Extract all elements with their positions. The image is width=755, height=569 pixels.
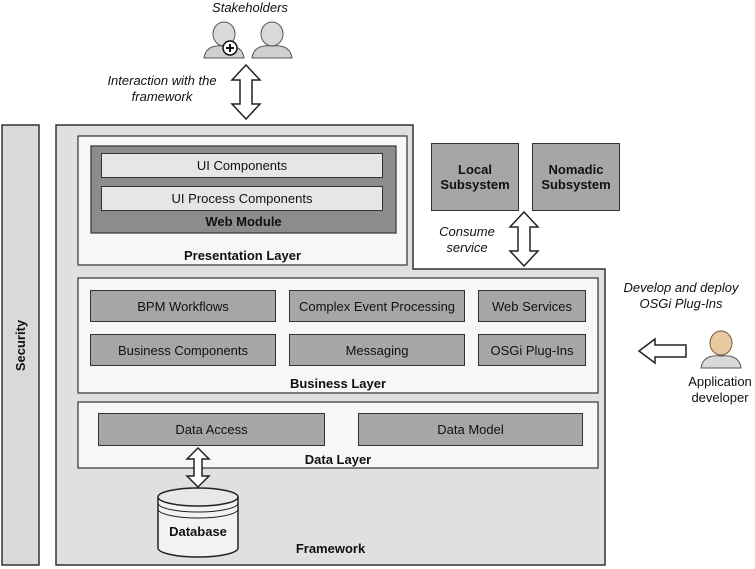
local-subsystem-box: Local Subsystem <box>431 143 519 211</box>
business-layer-label: Business Layer <box>289 376 387 391</box>
security-label-wrap: Security <box>2 319 39 370</box>
application-developer-label: Application developer <box>688 374 752 405</box>
messaging-box: Messaging <box>289 334 465 366</box>
stakeholder-person-icon <box>251 21 293 59</box>
bpm-workflows-box: BPM Workflows <box>90 290 276 322</box>
consume-double-arrow-icon <box>508 210 540 268</box>
stakeholder-double-arrow-icon <box>230 63 262 121</box>
data-access-box: Data Access <box>98 413 325 446</box>
deploy-arrow-icon <box>637 337 687 365</box>
database-label: Database <box>169 524 227 539</box>
web-services-box: Web Services <box>478 290 586 322</box>
data-model-box: Data Model <box>358 413 583 446</box>
security-bar <box>1 124 40 566</box>
complex-event-processing-box: Complex Event Processing <box>289 290 465 322</box>
ui-process-components-box: UI Process Components <box>101 186 383 211</box>
presentation-layer-label: Presentation Layer <box>183 248 302 263</box>
osgi-plugins-box: OSGi Plug-Ins <box>478 334 586 366</box>
security-label: Security <box>13 319 28 371</box>
business-components-box: Business Components <box>90 334 276 366</box>
database-double-arrow-icon <box>185 446 211 489</box>
data-layer-label: Data Layer <box>304 452 372 467</box>
web-module-label: Web Module <box>205 214 282 229</box>
nomadic-subsystem-box: Nomadic Subsystem <box>532 143 620 211</box>
application-developer-person-icon <box>700 330 742 369</box>
stakeholder-admin-person-icon <box>203 21 245 59</box>
framework-label: Framework <box>295 541 366 556</box>
develop-deploy-label: Develop and deploy OSGi Plug-Ins <box>623 280 739 311</box>
stakeholders-label: Stakeholders <box>212 0 288 15</box>
consume-service-label: Consume service <box>439 224 495 255</box>
database-icon <box>157 487 239 558</box>
interaction-label: Interaction with the framework <box>107 73 217 104</box>
ui-components-box: UI Components <box>101 153 383 178</box>
